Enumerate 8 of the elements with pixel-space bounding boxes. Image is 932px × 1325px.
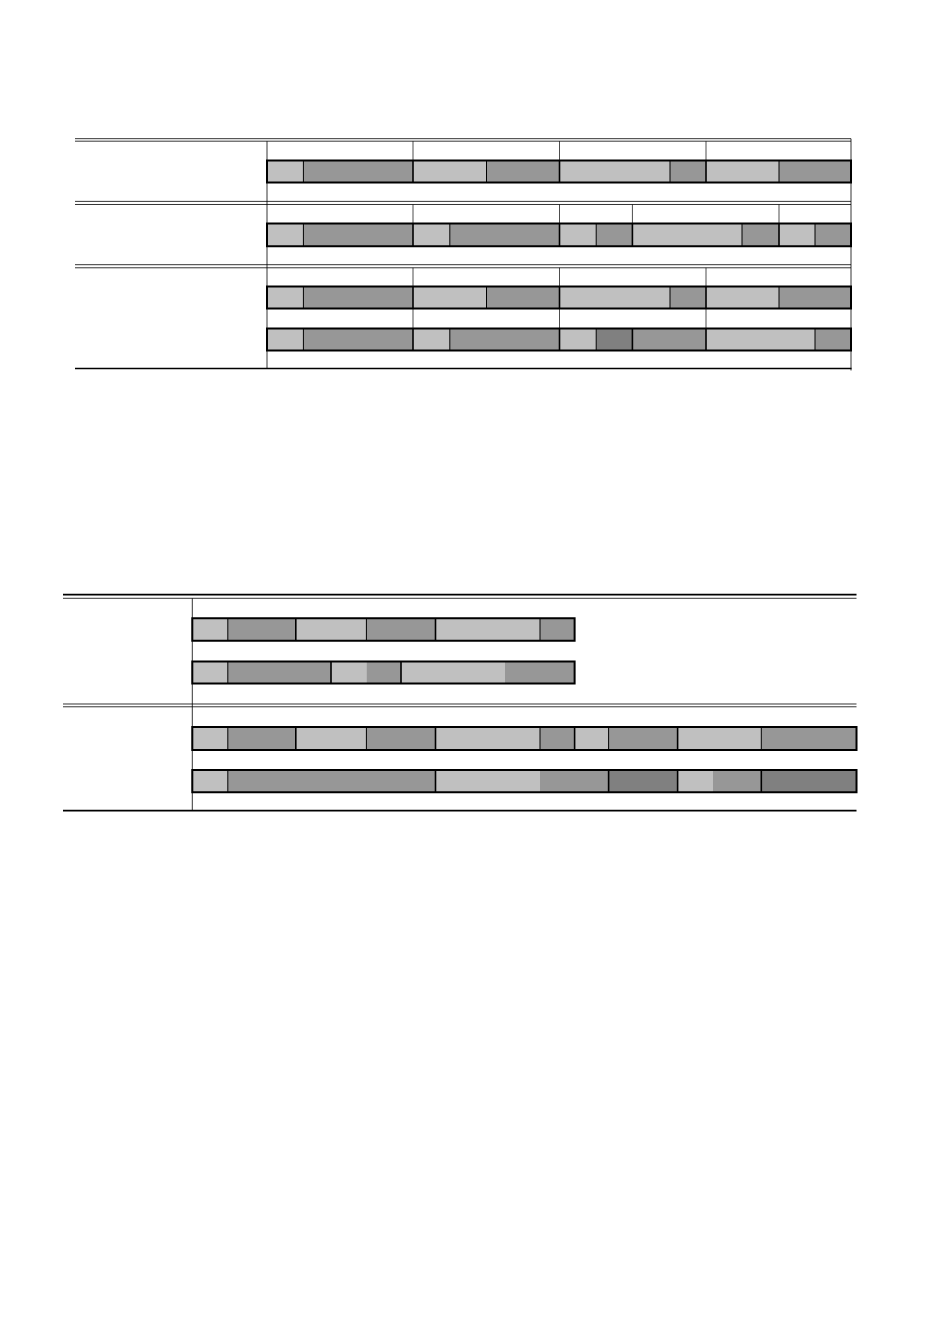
segmented-bar	[191, 617, 576, 642]
segmented-bar	[191, 768, 858, 794]
segmented-bar	[191, 660, 576, 685]
segmented-bar	[266, 159, 852, 184]
segmented-bar	[191, 726, 858, 751]
segmented-bar	[266, 222, 852, 248]
segmented-bar	[266, 327, 852, 352]
segmented-bar	[266, 285, 852, 310]
